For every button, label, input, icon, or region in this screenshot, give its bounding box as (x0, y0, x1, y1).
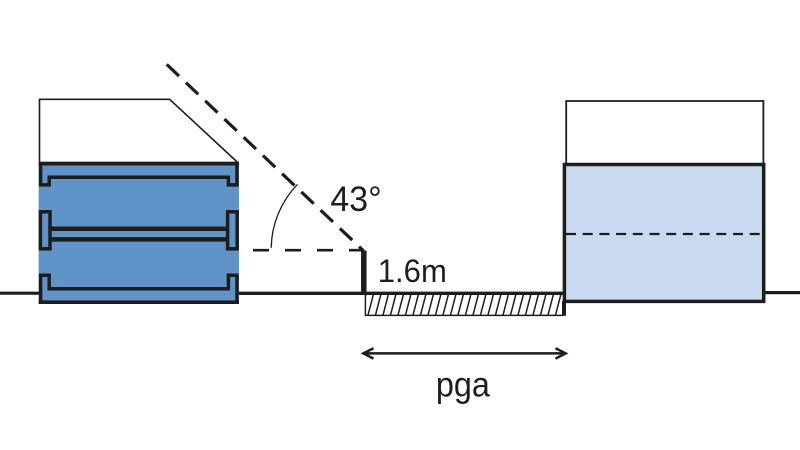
svg-text:1.6m: 1.6m (378, 253, 447, 289)
svg-text:pga: pga (436, 366, 490, 405)
svg-text:43°: 43° (330, 180, 381, 219)
